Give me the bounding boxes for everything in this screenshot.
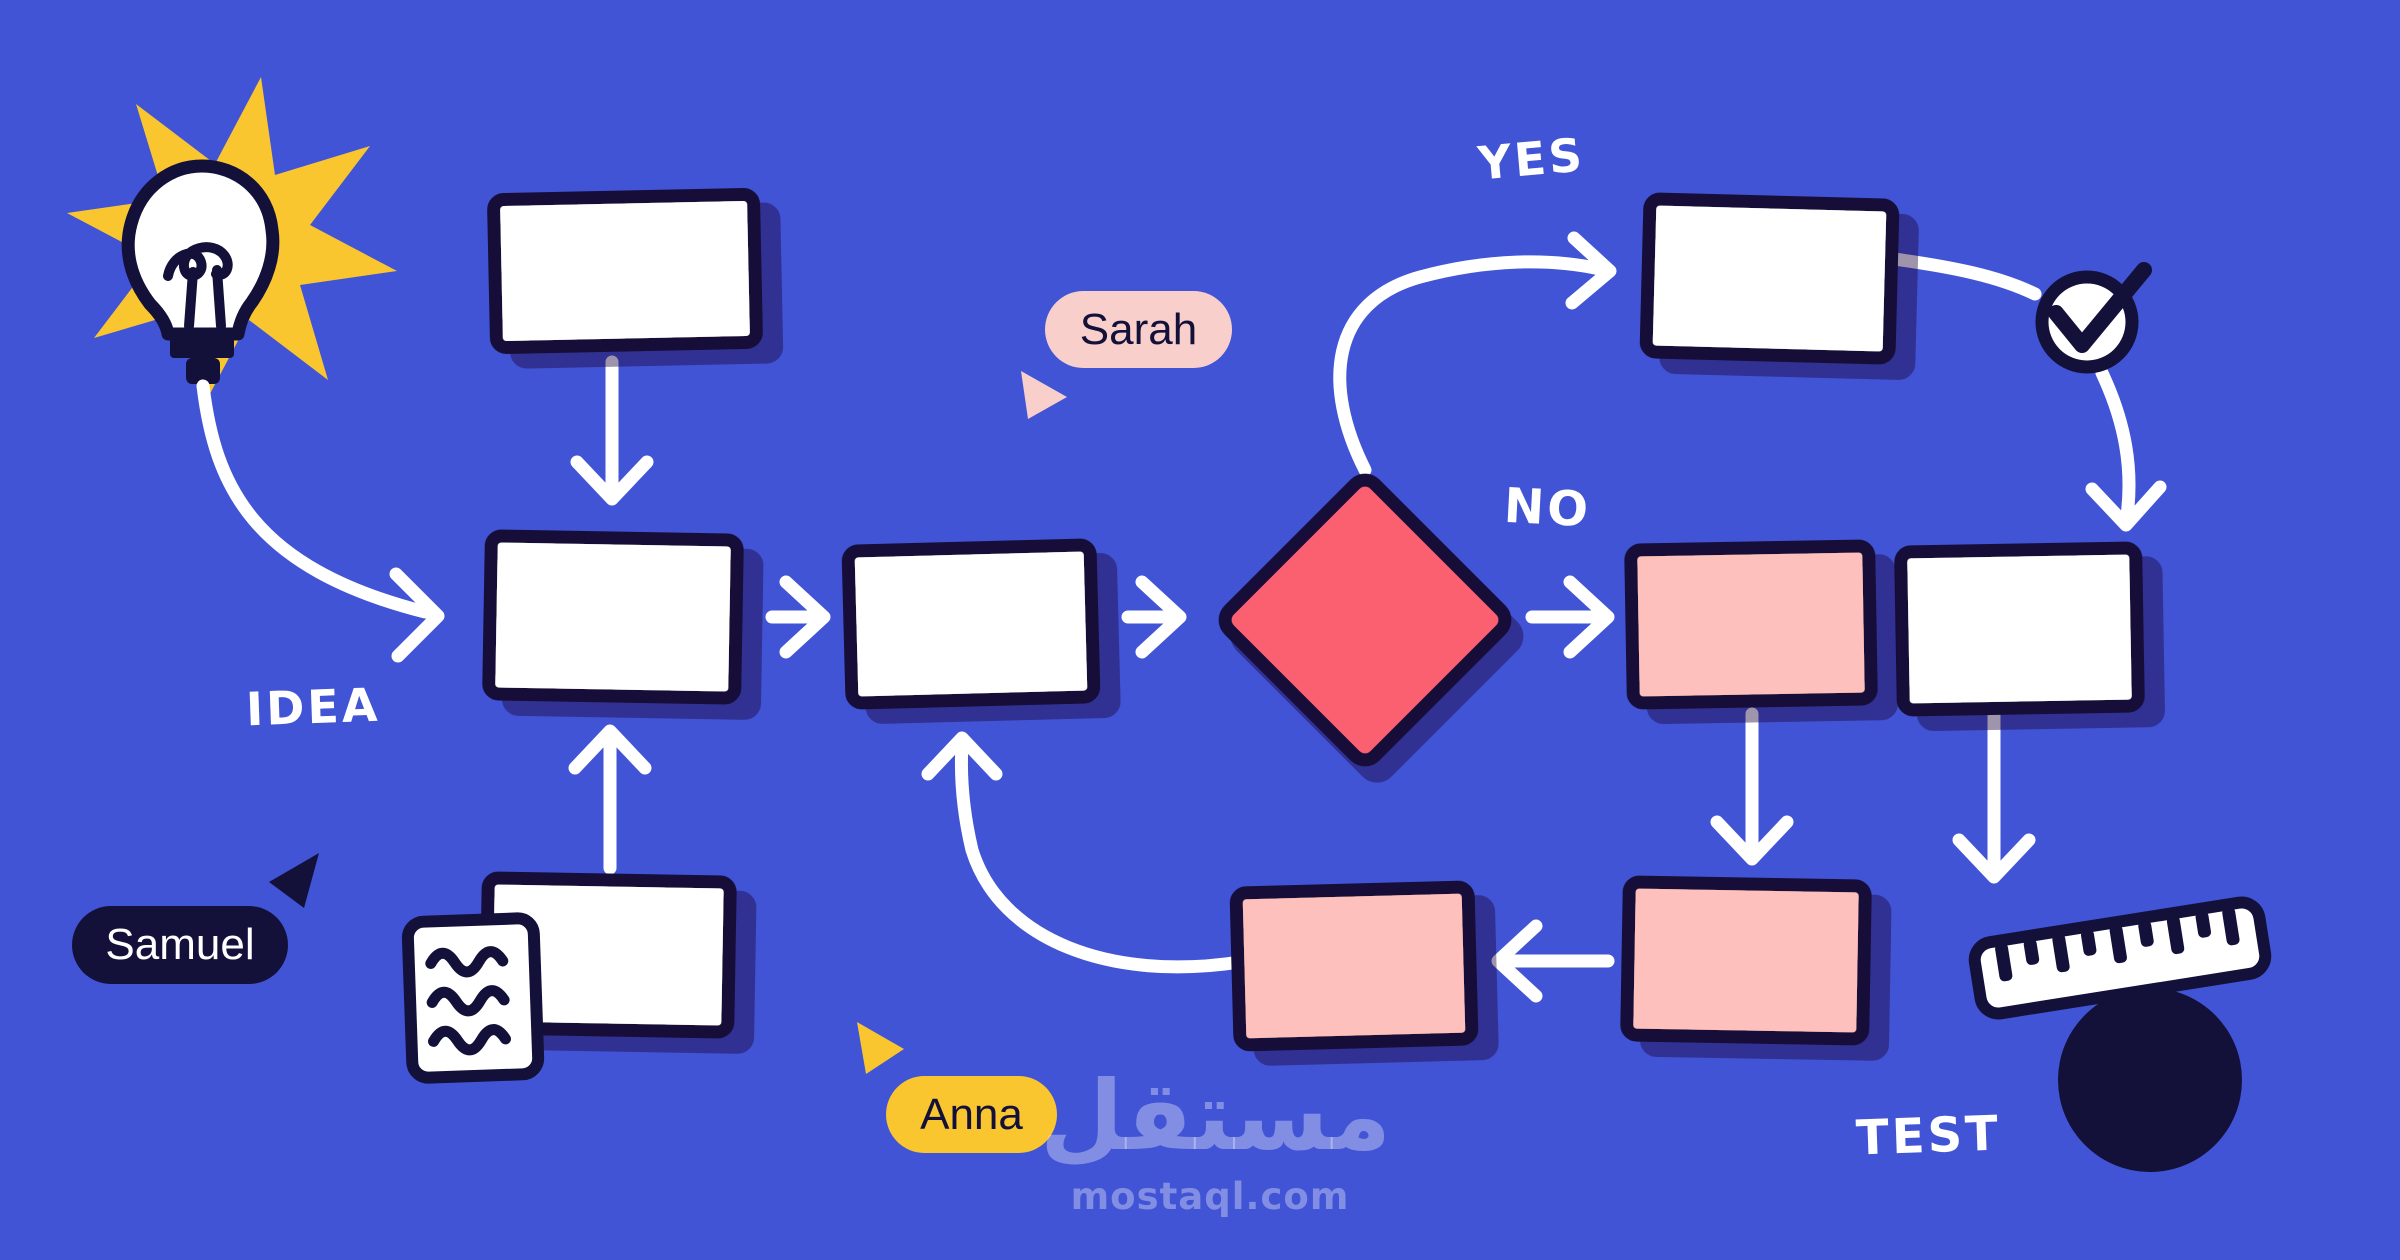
label-yes: YES bbox=[1475, 127, 1588, 191]
decision-diamond bbox=[1218, 473, 1512, 767]
watermark: مستقل mostaql.com bbox=[1040, 1060, 1392, 1218]
arrow-box5-down bbox=[1952, 709, 2036, 884]
ball-icon bbox=[2058, 988, 2242, 1172]
flow-box-right bbox=[1894, 541, 2145, 717]
label-no: NO bbox=[1502, 477, 1593, 539]
document-icon bbox=[401, 912, 545, 1084]
document-squiggle-2 bbox=[426, 985, 510, 1017]
label-test: TEST bbox=[1855, 1105, 2002, 1167]
flow-box-idea bbox=[482, 529, 744, 705]
arrow-yes-curve bbox=[1333, 231, 1617, 477]
flow-box-pink-loop bbox=[1229, 880, 1479, 1052]
arrow-bulb-to-idea-box bbox=[196, 379, 445, 663]
collaborator-cursors bbox=[269, 371, 1067, 1074]
label-idea: IDEA bbox=[245, 677, 382, 737]
bulb-filament-legs bbox=[184, 265, 226, 331]
arrow-box1-down bbox=[570, 355, 654, 506]
flow-arrows bbox=[196, 231, 2167, 1003]
arrow-pinkA-down bbox=[1710, 707, 1794, 866]
document-squiggle-3 bbox=[428, 1024, 511, 1056]
arrow-loop-back-up bbox=[921, 731, 1247, 974]
test-illustration bbox=[1968, 896, 2272, 1172]
lightbulb-star-icon bbox=[67, 77, 397, 407]
cursor-pointer-icon-anna bbox=[857, 1022, 904, 1074]
flow-box-middle bbox=[841, 538, 1101, 710]
flow-nodes bbox=[479, 188, 2145, 1052]
arrow-pinkB-left bbox=[1491, 919, 1615, 1003]
curve-box4-to-check bbox=[1887, 252, 2042, 301]
document-squiggle-1 bbox=[425, 946, 509, 978]
check-mark bbox=[2048, 262, 2152, 353]
check-circle-icon bbox=[2035, 262, 2152, 374]
watermark-latin: mostaql.com bbox=[1070, 1175, 1350, 1218]
cursor-pointer-icon-sarah bbox=[1021, 371, 1067, 419]
name-tag-samuel: Samuel bbox=[72, 906, 288, 984]
flow-box-pink-lower bbox=[1620, 875, 1872, 1046]
flow-box-top bbox=[487, 188, 763, 354]
bulb-socket bbox=[170, 332, 234, 358]
arrow-box3-to-diamond bbox=[1121, 575, 1187, 659]
cursor-pointer-icon-samuel bbox=[269, 853, 319, 908]
flow-box-yes-result bbox=[1639, 192, 1900, 365]
watermark-arabic: مستقل bbox=[1040, 1060, 1392, 1172]
flow-box-no-result bbox=[1624, 539, 1878, 710]
ruler-icon bbox=[1968, 896, 2272, 1020]
arrow-diamond-no-right bbox=[1525, 575, 1615, 659]
bulb-socket-tab bbox=[186, 358, 220, 384]
bulb-filament bbox=[163, 242, 233, 281]
arrow-box2-right bbox=[765, 575, 831, 659]
arrow-check-to-box5 bbox=[2085, 366, 2167, 532]
name-tag-anna: Anna bbox=[886, 1076, 1057, 1153]
name-tag-sarah: Sarah bbox=[1045, 291, 1232, 368]
ruler-ticks bbox=[1995, 907, 2240, 982]
arrow-boxS-up bbox=[568, 724, 652, 875]
